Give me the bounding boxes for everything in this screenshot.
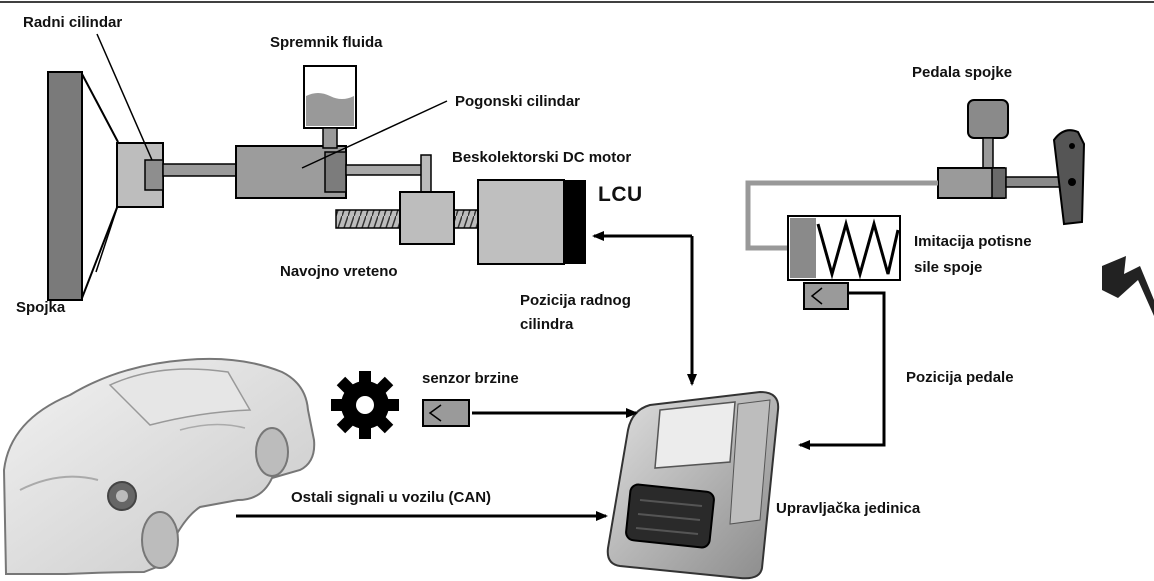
label-spojka: Spojka — [16, 299, 66, 316]
spring-simulator — [787, 215, 901, 281]
pedal-position-sensor — [803, 282, 849, 310]
label-upravljacka-jedinica: Upravljačka jedinica — [776, 500, 921, 517]
pedal-arm — [1052, 129, 1086, 226]
spring-icon — [816, 218, 900, 280]
label-ostali-signali: Ostali signali u vozilu (CAN) — [291, 489, 492, 506]
label-pozicija-radnog-2: cilindra — [520, 316, 574, 333]
clutch-pedal-assembly — [745, 99, 1086, 251]
label-pogonski-cilindar: Pogonski cilindar — [455, 93, 581, 110]
label-pozicija-pedale: Pozicija pedale — [906, 369, 1014, 386]
partial-edge-object — [1102, 256, 1154, 316]
master-cylinder — [235, 145, 432, 199]
ecu-icon — [606, 390, 780, 580]
label-spremnik-fluida: Spremnik fluida — [270, 34, 383, 51]
clutch — [47, 71, 119, 301]
arrow-pedal-position — [798, 291, 886, 450]
label-lcu: LCU — [598, 183, 643, 206]
label-imitacija-1: Imitacija potisne — [914, 233, 1032, 250]
label-radni-cilindar: Radni cilindar — [23, 14, 123, 31]
leader-radni — [96, 33, 153, 161]
hydraulic-line — [162, 163, 238, 177]
leader-pogonski — [301, 100, 448, 169]
sensor-icon — [422, 399, 470, 427]
lead-screw — [335, 191, 487, 245]
gear-icon — [331, 371, 399, 439]
label-beskolektorski-motor: Beskolektorski DC motor — [452, 149, 632, 166]
bldc-motor — [477, 179, 586, 265]
slave-cylinder — [116, 142, 164, 208]
label-pozicija-radnog-1: Pozicija radnog — [520, 292, 631, 309]
fluid-reservoir — [303, 65, 357, 149]
label-pedala-spojke: Pedala spojke — [912, 64, 1013, 81]
label-senzor-brzine: senzor brzine — [422, 370, 519, 387]
car-icon — [2, 357, 316, 575]
label-imitacija-2: sile spoje — [914, 259, 983, 276]
label-navojno-vreteno: Navojno vreteno — [280, 263, 398, 280]
